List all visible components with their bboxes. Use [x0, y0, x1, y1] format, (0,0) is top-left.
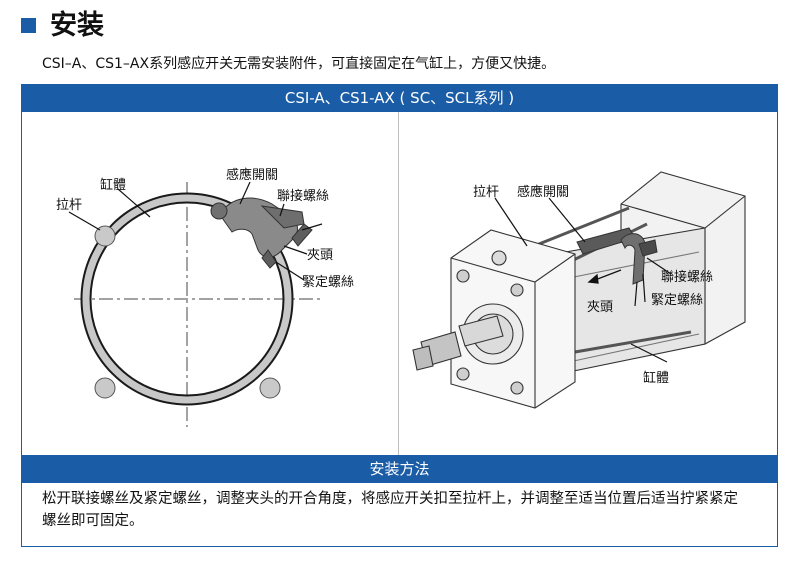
cylinder-3d: [412, 171, 746, 409]
intro-text: CSI–A、CS1–AX系列感应开关无需安装附件，可直接固定在气缸上，方便又快捷…: [42, 56, 556, 72]
left-label-tie-rod: 拉杆: [56, 198, 82, 213]
section-marker: [21, 18, 36, 33]
cylinder-ring: [80, 192, 294, 406]
right-label-clamp-head: 夾頭: [587, 300, 613, 315]
sensor-clamp-3d: [576, 227, 658, 285]
leader-lines: [68, 181, 323, 281]
method-text: 松开联接螺丝及紧定螺丝，调整夹头的开合角度，将感应开关扣至拉杆上，并调整至适当位…: [42, 491, 738, 529]
left-label-cylinder-body: 缸體: [100, 177, 126, 193]
figure-header: CSI-A、CS1-AX ( SC、SCL系列 ): [21, 84, 778, 112]
left-diagram: 拉杆 缸體 感應開關 聯接螺絲 夾頭 緊定螺絲: [22, 112, 398, 455]
left-label-clamp-head: 夾頭: [307, 248, 333, 263]
left-label-sensor-switch: 感應開關: [226, 167, 278, 183]
method-header: 安装方法: [21, 455, 778, 483]
right-leader-lines: [494, 197, 672, 363]
right-diagram: 拉杆 感應開關 聯接螺絲 夾頭 緊定螺絲 缸體: [399, 112, 777, 455]
right-label-cylinder-body: 缸體: [643, 370, 669, 386]
adjust-arrows: [587, 269, 622, 284]
center-lines: [74, 182, 322, 427]
section-title: 安装: [50, 10, 104, 41]
right-label-fastening-screw: 緊定螺絲: [651, 293, 703, 308]
left-label-linking-screw: 聯接螺絲: [277, 188, 329, 204]
left-label-fastening-screw: 緊定螺絲: [302, 275, 354, 290]
right-label-tie-rod: 拉杆: [473, 185, 499, 200]
sensor-clamp-assembly: [210, 197, 313, 269]
panel-divider: [398, 112, 399, 455]
right-label-linking-screw: 聯接螺絲: [661, 269, 713, 285]
right-label-sensor-switch: 感應開關: [517, 184, 569, 200]
